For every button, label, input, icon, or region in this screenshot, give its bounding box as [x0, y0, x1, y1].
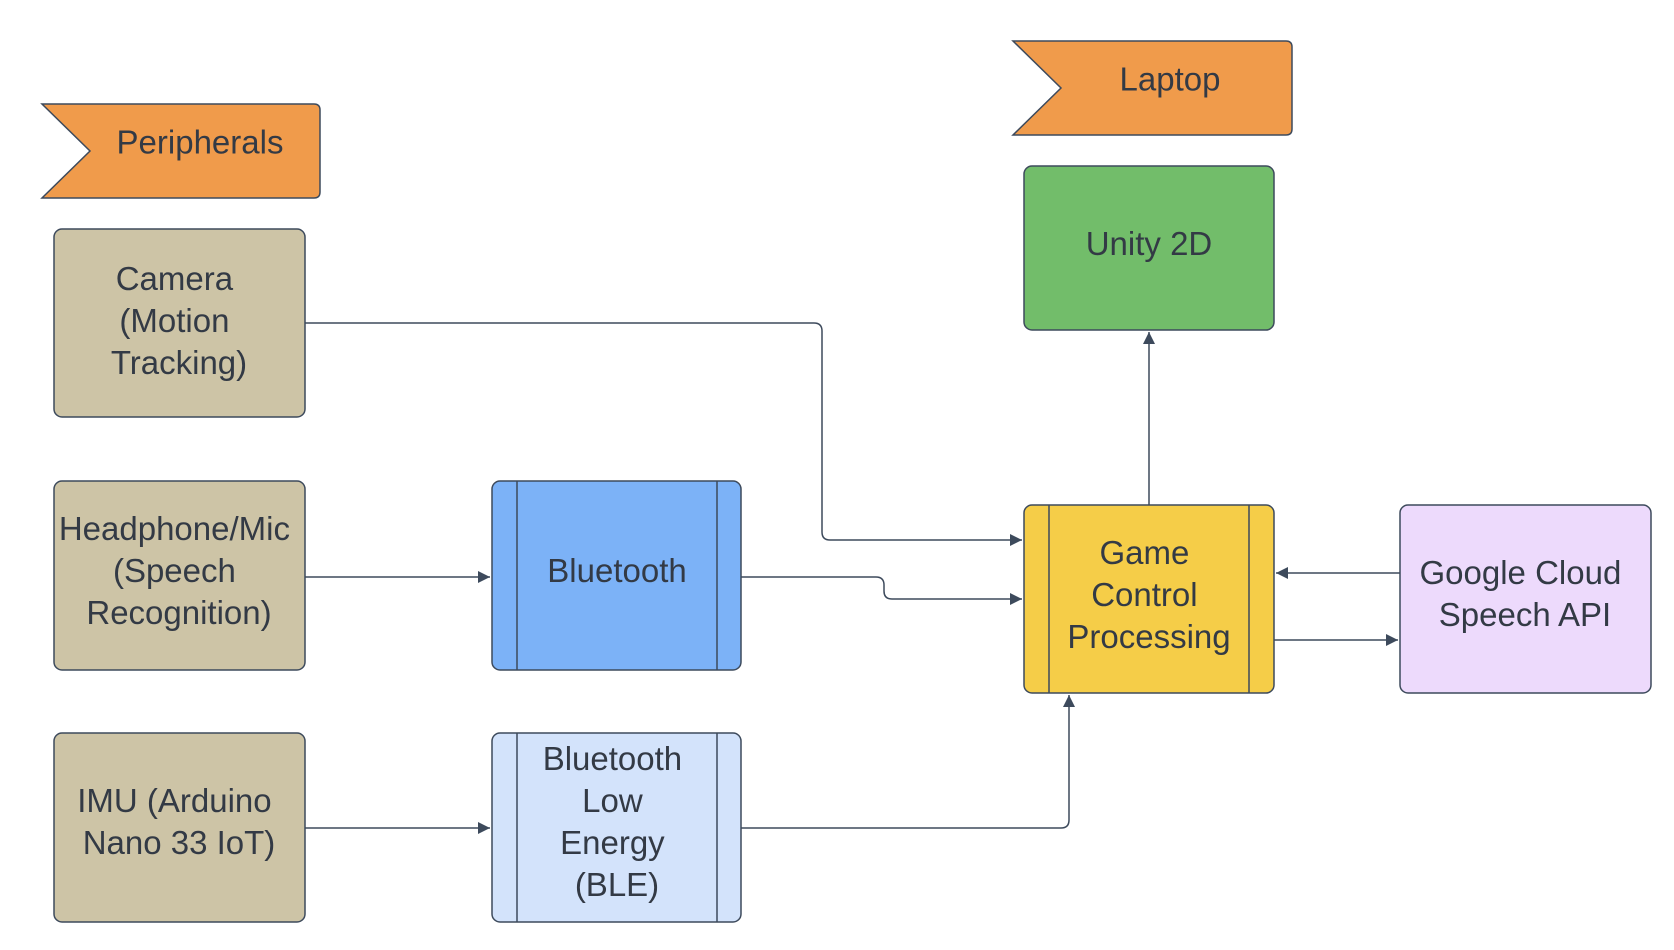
imu-label: IMU (Arduino Nano 33 IoT) [77, 782, 281, 861]
google-speech-node: Google Cloud Speech API [1399, 504, 1652, 694]
imu-node: IMU (Arduino Nano 33 IoT) [53, 732, 306, 923]
laptop-banner-shape [1011, 40, 1293, 136]
peripherals-banner-shape [40, 103, 321, 199]
ble-to-game-arrow [741, 695, 1075, 829]
headphone-mic-box [53, 480, 306, 671]
bluetooth-node: Bluetooth [491, 480, 742, 671]
google-speech-box [1399, 504, 1652, 694]
laptop-banner: Laptop [1011, 40, 1293, 136]
unity-label: Unity 2D [1086, 225, 1213, 262]
peripherals-banner: Peripherals [40, 103, 321, 199]
bluetooth-to-game-arrow [741, 576, 1022, 605]
bluetooth-box [491, 480, 742, 671]
google-speech-label: Google Cloud Speech API [1420, 554, 1631, 633]
camera-to-game-arrow [305, 322, 1022, 546]
bluetooth-label: Bluetooth [547, 552, 686, 589]
headphone-mic-node: Headphone/Mic (Speech Recognition) [53, 480, 306, 671]
ble-node: Bluetooth Low Energy (BLE) [491, 732, 742, 923]
headphone-mic-label: Headphone/Mic (Speech Recognition) [59, 510, 299, 631]
laptop-banner-label: Laptop [1120, 61, 1221, 98]
ble-label: Bluetooth Low Energy (BLE) [543, 740, 692, 903]
camera-node: Camera (Motion Tracking) [53, 228, 306, 418]
peripherals-banner-label: Peripherals [117, 124, 284, 161]
camera-label: Camera (Motion Tracking) [111, 260, 247, 381]
game-control-node: Game Control Processing [1023, 504, 1275, 694]
unity-box [1023, 165, 1275, 331]
unity-node: Unity 2D [1023, 165, 1275, 331]
game-control-label: Game Control Processing [1067, 534, 1230, 655]
